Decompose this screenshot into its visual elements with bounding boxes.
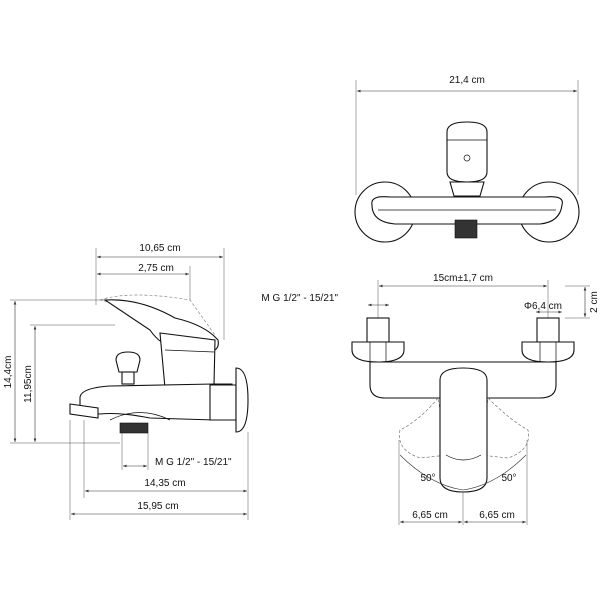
front-half-left-label: 6,65 cm: [412, 510, 448, 521]
front-angle-arc-right: [462, 454, 527, 491]
top-view: 21,4 cm: [354, 75, 580, 243]
side-total-length-label: 15,95 cm: [137, 501, 178, 512]
side-nut: [209, 384, 237, 421]
side-cartridge-line: [164, 349, 215, 353]
front-left-connector: [366, 317, 390, 343]
side-diverter-knob: [115, 351, 141, 373]
side-axis-height-label: 11,95cm: [23, 365, 34, 403]
top-aerator: [454, 219, 478, 239]
front-right-connector: [536, 317, 560, 343]
front-angle-left-label: 50°: [420, 473, 435, 484]
side-spout-tip: [69, 403, 99, 419]
front-center-label: 15cm±1,7 cm: [433, 273, 493, 284]
side-outlet-thread: [119, 422, 149, 434]
front-diameter-label: Φ6,4 cm: [524, 301, 562, 312]
top-width-label: 21,4 cm: [449, 75, 485, 86]
front-right-nut: [521, 341, 575, 363]
front-left-nut: [351, 341, 405, 363]
side-cartridge-body: [159, 332, 216, 389]
top-cartridge: [449, 181, 485, 197]
front-half-right-label: 6,65 cm: [479, 510, 515, 521]
side-lever-width-label: 10,65 cm: [139, 243, 180, 254]
front-lever: [439, 367, 488, 493]
front-lever-right-position: [479, 397, 529, 459]
side-lever-tip-label: 2,75 cm: [138, 263, 174, 274]
top-handle-indicator: [463, 154, 471, 162]
front-angle-arc-left: [399, 454, 464, 491]
front-view: 15cm±1,7 cm M G 1/2" - 15/21" Φ6,4 cm 2 …: [261, 273, 600, 525]
side-spout-curve: [109, 412, 171, 421]
front-lever-detail: [445, 454, 482, 461]
top-handle: [446, 121, 488, 183]
front-lever-left-position: [399, 397, 449, 459]
side-total-height-label: 14,4cm: [3, 356, 14, 389]
front-right-nut-facets: [539, 342, 557, 362]
front-angle-right-label: 50°: [501, 473, 516, 484]
front-thread-label: M G 1/2" - 15/21": [261, 293, 338, 304]
side-spout-length-label: 14,35 cm: [144, 478, 185, 489]
front-left-nut-facets: [369, 342, 387, 362]
side-view: 10,65 cm 2,75 cm 14,4cm 11,95cm: [3, 243, 249, 520]
side-wall-flange: [235, 367, 249, 433]
side-thread-label: M G 1/2" - 15/21": [155, 457, 232, 468]
side-diverter-stem: [121, 371, 135, 385]
front-offset-label: 2 cm: [589, 291, 600, 313]
